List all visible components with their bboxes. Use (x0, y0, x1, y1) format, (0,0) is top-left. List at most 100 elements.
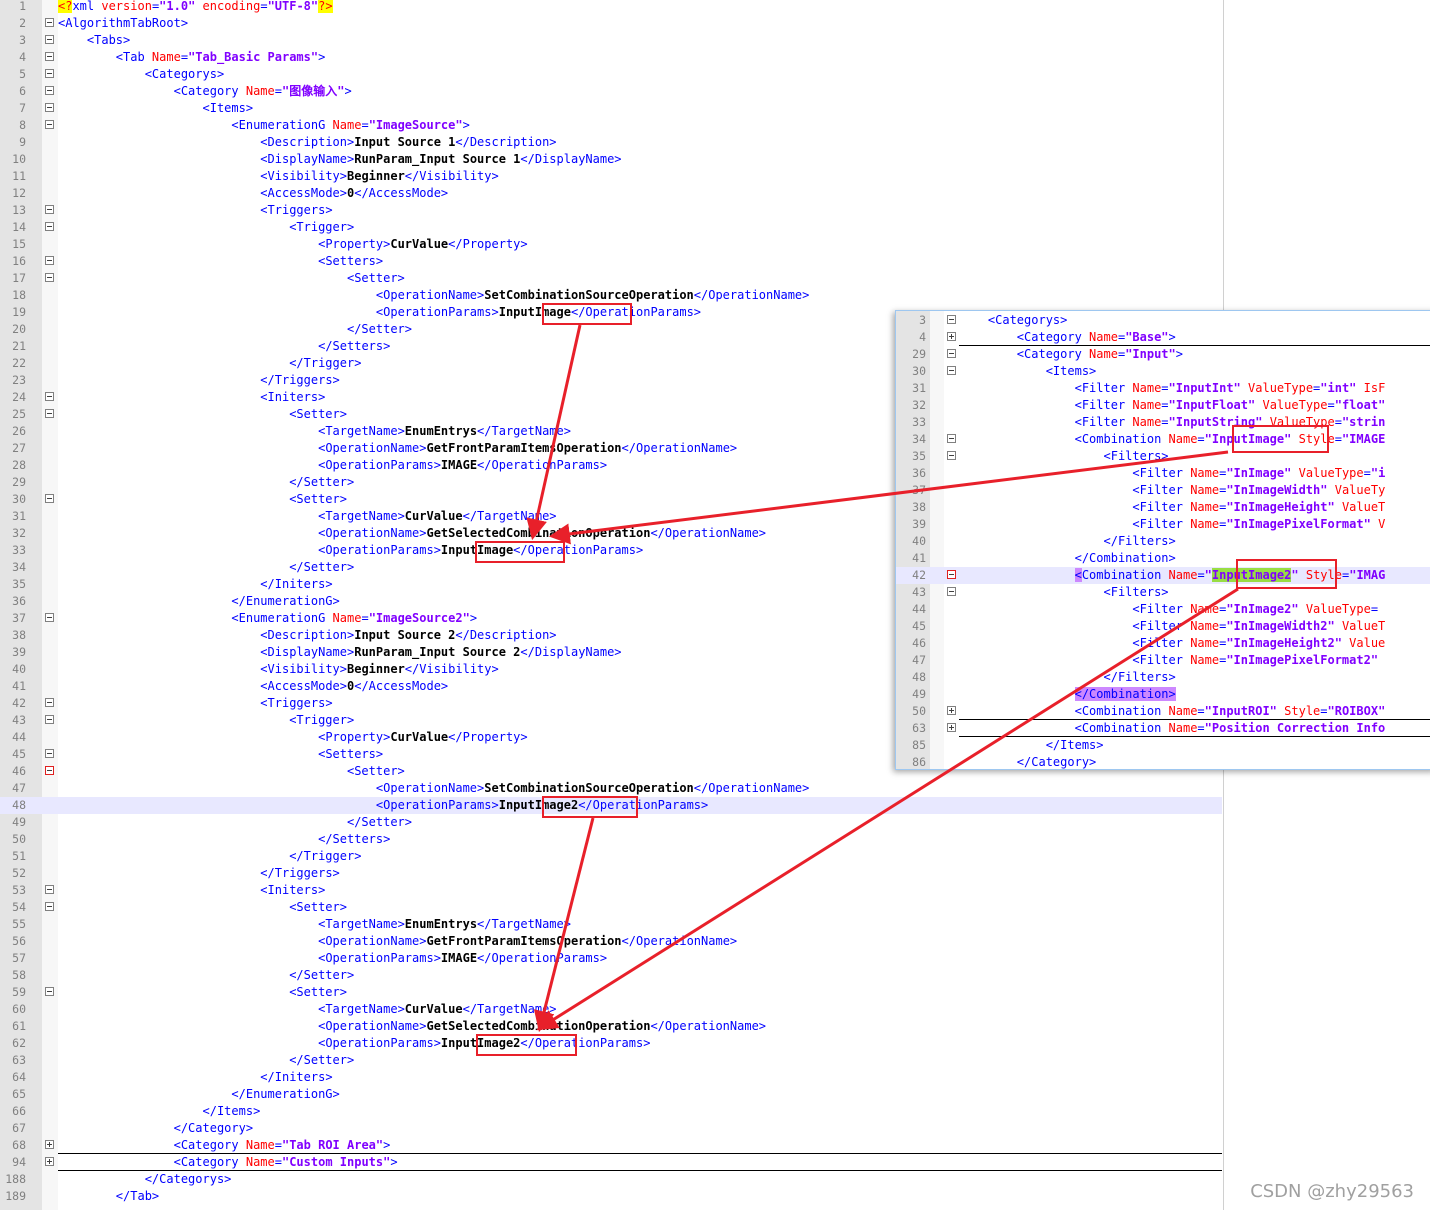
code-line[interactable]: 44 <Filter Name="InImage2" ValueType= (896, 601, 1430, 618)
code-line[interactable]: 47 <OperationName>SetCombinationSourceOp… (0, 780, 1222, 797)
collapse-fold-icon[interactable] (45, 392, 54, 401)
collapse-fold-icon[interactable] (45, 902, 54, 911)
code-line[interactable]: 41 </Combination> (896, 550, 1430, 567)
code-line[interactable]: 59 <Setter> (0, 984, 1222, 1001)
code-line[interactable]: 64 </Initers> (0, 1069, 1222, 1086)
code-line[interactable]: 7 <Items> (0, 100, 1222, 117)
code-line[interactable]: 24 <Initers> (0, 389, 1222, 406)
collapse-fold-icon[interactable] (947, 366, 956, 375)
code-line[interactable]: 35 </Initers> (0, 576, 1222, 593)
code-line[interactable]: 58 </Setter> (0, 967, 1222, 984)
code-line[interactable]: 48 <OperationParams>InputImage2</Operati… (0, 797, 1222, 814)
code-line[interactable]: 1<?xml version="1.0" encoding="UTF-8"?> (0, 0, 1222, 15)
code-line[interactable]: 9 <Description>Input Source 1</Descripti… (0, 134, 1222, 151)
code-line[interactable]: 52 </Triggers> (0, 865, 1222, 882)
code-line[interactable]: 50 </Setters> (0, 831, 1222, 848)
code-line[interactable]: 14 <Trigger> (0, 219, 1222, 236)
code-line[interactable]: 17 <Setter> (0, 270, 1222, 287)
code-line[interactable]: 51 </Trigger> (0, 848, 1222, 865)
collapse-fold-icon[interactable] (45, 613, 54, 622)
code-line[interactable]: 22 </Trigger> (0, 355, 1222, 372)
code-line[interactable]: 40 <Visibility>Beginner</Visibility> (0, 661, 1222, 678)
expand-fold-icon[interactable] (45, 1140, 54, 1149)
code-line[interactable]: 60 <TargetName>CurValue</TargetName> (0, 1001, 1222, 1018)
collapse-fold-icon[interactable] (45, 273, 54, 282)
code-line[interactable]: 94 <Category Name="Custom Inputs"> (0, 1154, 1222, 1171)
collapse-fold-icon[interactable] (45, 222, 54, 231)
code-line[interactable]: 63 </Setter> (0, 1052, 1222, 1069)
code-line[interactable]: 50 <Combination Name="InputROI" Style="R… (896, 703, 1430, 720)
collapse-fold-icon[interactable] (45, 698, 54, 707)
code-line[interactable]: 3 <Categorys> (896, 312, 1430, 329)
code-line[interactable]: 29 </Setter> (0, 474, 1222, 491)
code-line[interactable]: 44 <Property>CurValue</Property> (0, 729, 1222, 746)
code-line[interactable]: 4 <Category Name="Base"> (896, 329, 1430, 346)
code-line[interactable]: 15 <Property>CurValue</Property> (0, 236, 1222, 253)
code-line[interactable]: 62 <OperationParams>InputImage2</Operati… (0, 1035, 1222, 1052)
collapse-fold-icon[interactable] (45, 987, 54, 996)
code-line[interactable]: 34 <Combination Name="InputImage" Style=… (896, 431, 1430, 448)
code-line[interactable]: 25 <Setter> (0, 406, 1222, 423)
code-line[interactable]: 49 </Setter> (0, 814, 1222, 831)
code-line[interactable]: 29 <Category Name="Input"> (896, 346, 1430, 363)
collapse-fold-icon[interactable] (45, 494, 54, 503)
expand-fold-icon[interactable] (947, 723, 956, 732)
code-line[interactable]: 85 </Items> (896, 737, 1430, 754)
collapse-fold-icon[interactable] (45, 766, 54, 775)
code-line[interactable]: 37 <EnumerationG Name="ImageSource2"> (0, 610, 1222, 627)
code-line[interactable]: 47 <Filter Name="InImagePixelFormat2" (896, 652, 1430, 669)
code-line[interactable]: 5 <Categorys> (0, 66, 1222, 83)
code-line[interactable]: 45 <Filter Name="InImageWidth2" ValueT (896, 618, 1430, 635)
code-line[interactable]: 6 <Category Name="图像输入"> (0, 83, 1222, 100)
code-line[interactable]: 31 <Filter Name="InputInt" ValueType="in… (896, 380, 1430, 397)
collapse-fold-icon[interactable] (45, 86, 54, 95)
code-line[interactable]: 13 <Triggers> (0, 202, 1222, 219)
collapse-fold-icon[interactable] (947, 451, 956, 460)
code-line[interactable]: 18 <OperationName>SetCombinationSourceOp… (0, 287, 1222, 304)
code-line[interactable]: 36 </EnumerationG> (0, 593, 1222, 610)
code-line[interactable]: 34 </Setter> (0, 559, 1222, 576)
collapse-fold-icon[interactable] (45, 256, 54, 265)
code-line[interactable]: 49 </Combination> (896, 686, 1430, 703)
code-line[interactable]: 38 <Filter Name="InImageHeight" ValueT (896, 499, 1430, 516)
collapse-fold-icon[interactable] (45, 749, 54, 758)
collapse-fold-icon[interactable] (947, 587, 956, 596)
code-line[interactable]: 189 </Tab> (0, 1188, 1222, 1205)
code-line[interactable]: 21 </Setters> (0, 338, 1222, 355)
code-line[interactable]: 67 </Category> (0, 1120, 1222, 1137)
code-line[interactable]: 53 <Initers> (0, 882, 1222, 899)
code-line[interactable]: 2<AlgorithmTabRoot> (0, 15, 1222, 32)
code-line[interactable]: 63 <Combination Name="Position Correctio… (896, 720, 1430, 737)
code-line[interactable]: 43 <Trigger> (0, 712, 1222, 729)
code-line[interactable]: 11 <Visibility>Beginner</Visibility> (0, 168, 1222, 185)
code-line[interactable]: 27 <OperationName>GetFrontParamItemsOper… (0, 440, 1222, 457)
collapse-fold-icon[interactable] (45, 885, 54, 894)
code-line[interactable]: 42 <Triggers> (0, 695, 1222, 712)
collapse-fold-icon[interactable] (45, 715, 54, 724)
collapse-fold-icon[interactable] (947, 570, 956, 579)
code-line[interactable]: 86 </Category> (896, 754, 1430, 769)
code-line[interactable]: 20 </Setter> (0, 321, 1222, 338)
code-line[interactable]: 8 <EnumerationG Name="ImageSource"> (0, 117, 1222, 134)
code-line[interactable]: 16 <Setters> (0, 253, 1222, 270)
code-line[interactable]: 28 <OperationParams>IMAGE</OperationPara… (0, 457, 1222, 474)
expand-fold-icon[interactable] (947, 706, 956, 715)
collapse-fold-icon[interactable] (45, 18, 54, 27)
code-line[interactable]: 45 <Setters> (0, 746, 1222, 763)
code-line[interactable]: 35 <Filters> (896, 448, 1430, 465)
code-line[interactable]: 61 <OperationName>GetSelectedCombination… (0, 1018, 1222, 1035)
collapse-fold-icon[interactable] (45, 103, 54, 112)
code-line[interactable]: 30 <Items> (896, 363, 1430, 380)
code-line[interactable]: 39 <DisplayName>RunParam_Input Source 2<… (0, 644, 1222, 661)
code-line[interactable]: 65 </EnumerationG> (0, 1086, 1222, 1103)
code-line[interactable]: 31 <TargetName>CurValue</TargetName> (0, 508, 1222, 525)
code-line[interactable]: 32 <Filter Name="InputFloat" ValueType="… (896, 397, 1430, 414)
code-line[interactable]: 48 </Filters> (896, 669, 1430, 686)
compare-popup-panel[interactable]: 3 <Categorys>4 <Category Name="Base">29 … (895, 310, 1430, 770)
code-line[interactable]: 39 <Filter Name="InImagePixelFormat" V (896, 516, 1430, 533)
collapse-fold-icon[interactable] (947, 349, 956, 358)
collapse-fold-icon[interactable] (45, 52, 54, 61)
code-line[interactable]: 55 <TargetName>EnumEntrys</TargetName> (0, 916, 1222, 933)
collapse-fold-icon[interactable] (45, 120, 54, 129)
expand-fold-icon[interactable] (947, 332, 956, 341)
